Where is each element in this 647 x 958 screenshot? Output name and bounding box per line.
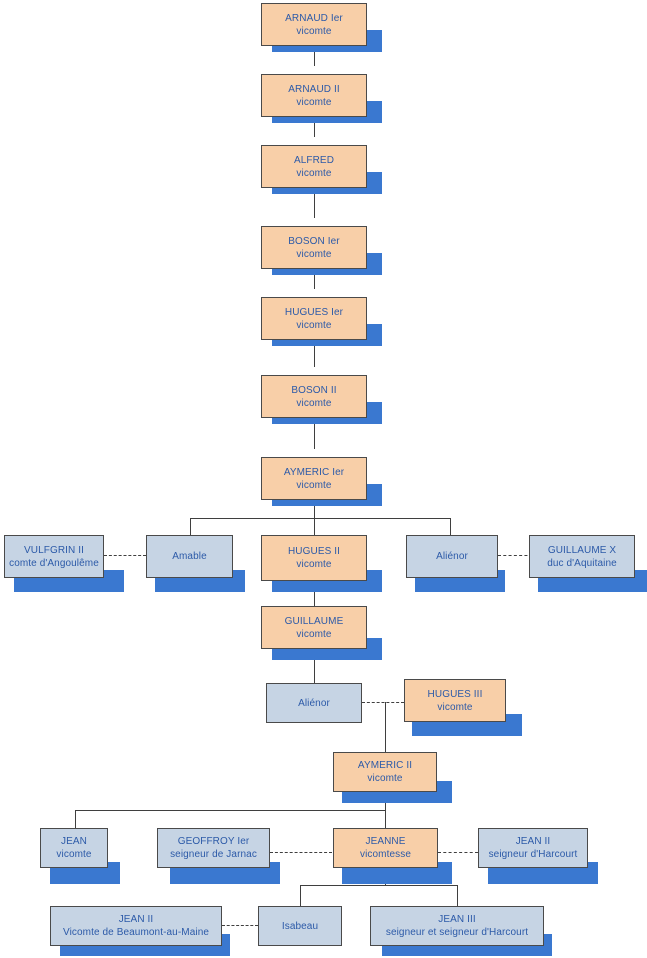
node-label-line2: vicomte	[296, 479, 332, 491]
node-label-line1: GUILLAUME	[284, 615, 344, 627]
node-label-line1: JEANNE	[365, 836, 406, 847]
node-label-line1: Amable	[172, 551, 207, 562]
connector-bar-to-jeanne	[385, 810, 386, 828]
connector-bar-to-hugues2	[314, 518, 315, 535]
connector-arnaud2-alfred	[314, 117, 315, 137]
node-label-line2: seigneur de Jarnac	[170, 849, 257, 860]
node-label-line1: JEAN III	[438, 914, 476, 925]
connector-boson2-aymeric1	[314, 418, 315, 449]
node-label-line2: Vicomte de Beaumont-au-Maine	[62, 927, 210, 938]
node-label-line2: vicomte	[296, 628, 332, 640]
node-label-line2: duc d'Aquitaine	[547, 557, 617, 569]
node-label-line1: Aliénor	[298, 697, 330, 709]
node-aymeric2[interactable]: AYMERIC II vicomte	[333, 752, 437, 792]
node-label-line1: GUILLAUME X	[547, 544, 617, 556]
connector-sibling-bar-hugues2	[190, 518, 450, 519]
marriage-jeanne-jean2h	[438, 852, 478, 853]
connector-bar-to-jean3	[457, 885, 458, 906]
node-label-line1: HUGUES Ier	[284, 306, 344, 318]
node-aymeric1[interactable]: AYMERIC Ier vicomte	[261, 457, 367, 500]
node-label-line2: vicomte	[296, 96, 332, 108]
node-label-line1: BOSON II	[291, 384, 337, 396]
connector-arnaud1-arnaud2	[314, 46, 315, 66]
node-label-line1: ARNAUD II	[288, 83, 340, 95]
node-label-line2: vicomte	[296, 319, 332, 331]
connector-bar-to-isabeau	[300, 885, 301, 906]
connector-aymeric1-down	[314, 500, 315, 519]
connector-couple-to-aymeric2	[385, 702, 386, 752]
node-label-line2: vicomtesse	[359, 849, 411, 860]
node-label-line1: BOSON Ier	[288, 235, 340, 247]
node-arnaud2[interactable]: ARNAUD II vicomte	[261, 74, 367, 117]
marriage-alienor-guillaumeX	[498, 555, 538, 556]
marriage-jean2b-isabeau	[222, 925, 258, 926]
node-label-line1: AYMERIC Ier	[283, 466, 345, 478]
node-hugues3[interactable]: HUGUES III vicomte	[404, 679, 506, 722]
node-label-line2: vicomte	[437, 701, 473, 713]
node-jean2-beaumont[interactable]: JEAN II Vicomte de Beaumont-au-Maine	[50, 906, 222, 946]
node-label-line1: JEAN II	[118, 914, 154, 925]
node-hugues1[interactable]: HUGUES Ier vicomte	[261, 297, 367, 340]
node-geoffroy1[interactable]: GEOFFROY Ier seigneur de Jarnac	[157, 828, 270, 868]
node-label-line2: seigneur d'Harcourt	[488, 849, 578, 860]
node-jean[interactable]: JEAN vicomte	[40, 828, 108, 868]
node-label-line1: HUGUES II	[287, 546, 341, 557]
node-label-line2: seigneur et seigneur d'Harcourt	[385, 927, 529, 938]
node-jean3[interactable]: JEAN III seigneur et seigneur d'Harcourt	[370, 906, 544, 946]
node-label-line2: vicomte	[296, 397, 332, 409]
node-isabeau[interactable]: Isabeau	[258, 906, 342, 946]
node-vulfgrin2[interactable]: VULFGRIN II comte d'Angoulême	[4, 535, 104, 578]
connector-hugues2-guillaume	[314, 581, 315, 606]
node-alfred[interactable]: ALFRED vicomte	[261, 145, 367, 188]
connector-bottom-bar	[300, 885, 457, 886]
node-label-line2: vicomte	[296, 167, 332, 179]
node-label-line2: vicomte	[367, 773, 403, 784]
marriage-vulfgrin-amable	[104, 555, 146, 556]
node-label-line1: JEAN II	[515, 836, 551, 847]
node-label-line2: vicomte	[296, 248, 332, 260]
node-label-line1: JEAN	[61, 836, 87, 847]
node-hugues2[interactable]: HUGUES II vicomte	[261, 535, 367, 581]
marriage-alienor2-hugues3	[362, 702, 404, 703]
node-boson2[interactable]: BOSON II vicomte	[261, 375, 367, 418]
node-label-line1: AYMERIC II	[357, 760, 413, 771]
node-label-line1: ALFRED	[293, 154, 335, 166]
node-alienor2[interactable]: Aliénor	[266, 683, 362, 723]
node-label-line1: HUGUES III	[427, 688, 483, 700]
node-label-line1: GEOFFROY Ier	[177, 836, 250, 847]
node-label-line1: VULFGRIN II	[24, 544, 84, 556]
node-guillaume[interactable]: GUILLAUME vicomte	[261, 606, 367, 649]
marriage-geoffroy-jeanne	[270, 852, 332, 853]
connector-bar-to-jean	[75, 810, 76, 828]
connector-children-bar-jeanne	[75, 810, 385, 811]
connector-boson1-hugues1	[314, 269, 315, 289]
node-arnaud1[interactable]: ARNAUD Ier vicomte	[261, 3, 367, 46]
connector-hugues1-boson2	[314, 340, 315, 367]
node-boson1[interactable]: BOSON Ier vicomte	[261, 226, 367, 269]
node-guillaume-x[interactable]: GUILLAUME X duc d'Aquitaine	[529, 535, 635, 578]
node-alienor1[interactable]: Aliénor	[406, 535, 498, 578]
connector-alfred-boson1	[314, 188, 315, 218]
node-label-line2: vicomte	[296, 559, 332, 570]
node-label-line2: vicomte	[296, 25, 332, 37]
node-jeanne[interactable]: JEANNE vicomtesse	[333, 828, 438, 868]
node-amable[interactable]: Amable	[146, 535, 233, 578]
node-label-line1: Isabeau	[281, 920, 319, 932]
node-jean2-harcourt[interactable]: JEAN II seigneur d'Harcourt	[478, 828, 588, 868]
connector-guillaume-alienor2	[314, 649, 315, 683]
node-label-line1: ARNAUD Ier	[285, 12, 343, 24]
node-label-line2: comte d'Angoulême	[9, 557, 99, 569]
connector-bar-to-amable	[190, 518, 191, 535]
node-label-line1: Aliénor	[436, 551, 468, 562]
node-label-line2: vicomte	[56, 849, 92, 860]
connector-bar-to-alienor1	[450, 518, 451, 535]
